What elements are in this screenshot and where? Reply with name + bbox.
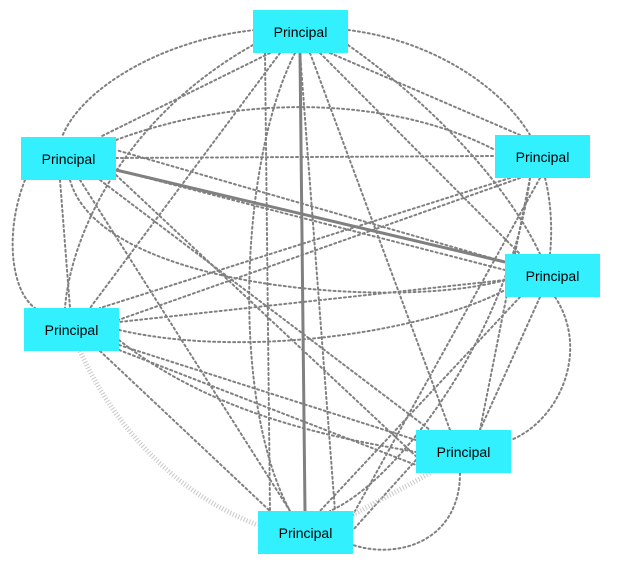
edge-top-right [319, 52, 521, 255]
edge-right-lowerright [479, 296, 541, 431]
edge-upperright-bottom [349, 177, 541, 521]
edge-left-lowerright-arc [118, 339, 417, 453]
edge-upperright-left [99, 177, 511, 309]
edge-left-bottom-hatched [77, 349, 259, 528]
edge-left-bottom [99, 350, 271, 512]
edge-right-lowerright-arc [510, 296, 572, 441]
node-label: Principal [525, 267, 580, 284]
edge-upperleft-lowerright-b [115, 174, 421, 461]
edge-top-bottom-left [264, 52, 271, 512]
edge-upperleft-bottom [79, 179, 291, 512]
edge-top-bottom-arc-left [248, 52, 296, 512]
node-label: Principal [278, 524, 333, 541]
edge-upperright-left-b [89, 177, 521, 331]
edge-lowerright-bottom-hatched [351, 470, 432, 518]
edge-left-bottom-b [118, 349, 417, 466]
principal-node-right[interactable]: Principal [505, 254, 600, 297]
edge-top-upperright [329, 52, 521, 136]
edge-top-bottom-right [299, 52, 336, 512]
node-label: Principal [515, 148, 570, 165]
edge-top-upperleft [99, 52, 271, 138]
solid-edges [115, 52, 506, 512]
edge-upperright-lowerright [479, 177, 531, 431]
edge-upperleft-upperright-straight [115, 155, 496, 159]
dotted-edges [11, 29, 572, 551]
edge-upperleft-upperright-arc [115, 106, 496, 151]
edge-lowerright-bottom [352, 459, 417, 531]
principal-node-upper-right[interactable]: Principal [495, 135, 590, 178]
hatched-edges [77, 349, 432, 528]
edge-upperleft-right-arc [69, 179, 506, 294]
principal-node-top[interactable]: Principal [253, 10, 348, 53]
principal-node-lower-right[interactable]: Principal [416, 430, 511, 473]
principal-node-upper-left[interactable]: Principal [21, 137, 116, 180]
principal-node-bottom[interactable]: Principal [258, 511, 353, 554]
edge-upperleft-left-arc [11, 179, 36, 309]
node-label: Principal [436, 443, 491, 460]
edge-upperleft-lowerright [99, 179, 431, 431]
edge-top-right-arc [347, 44, 541, 255]
edge-top-left [89, 52, 281, 309]
node-label: Principal [41, 150, 96, 167]
edge-right-bottom [319, 296, 521, 512]
edge-lowerright-bottom-arc [352, 472, 461, 551]
node-label: Principal [44, 321, 99, 338]
edge-right-left [118, 279, 506, 323]
edge-upperleft-left [59, 179, 71, 309]
edge-top-bottom-solid [298, 52, 307, 512]
edge-upperright-right-arc [544, 177, 553, 255]
edge-left-lowerright [118, 344, 417, 441]
edge-upperleft-right-solid [115, 168, 506, 264]
edge-top-lowerright [309, 52, 451, 431]
edge-top-upperleft-arc [61, 29, 256, 138]
edge-top-upperright-arc [347, 29, 531, 136]
principal-node-left[interactable]: Principal [24, 308, 119, 351]
node-label: Principal [273, 23, 328, 40]
edge-right-upperleft [115, 149, 506, 263]
